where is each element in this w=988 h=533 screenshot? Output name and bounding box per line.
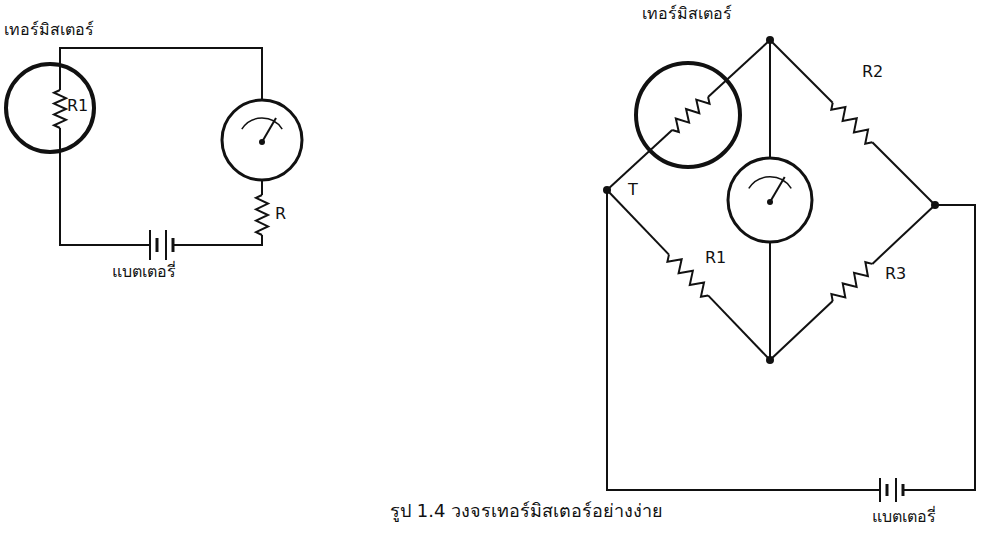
part-label: R2	[862, 62, 883, 82]
component-label: เทอร์มิสเตอร์	[4, 20, 94, 40]
meter-needle	[262, 118, 276, 142]
thermistor-outline	[4, 20, 114, 154]
wire	[872, 142, 935, 205]
meter-needle	[770, 177, 785, 202]
battery-plate	[156, 238, 159, 252]
resistor-symbol	[831, 262, 872, 301]
wire	[903, 205, 975, 490]
wire	[607, 190, 880, 490]
wire	[607, 190, 669, 255]
wire	[708, 295, 770, 360]
resistor-symbol	[256, 195, 268, 235]
battery-plate	[172, 238, 175, 252]
thermistor-ring	[6, 64, 94, 152]
part-label: แบตเตอรี่	[112, 262, 176, 282]
resistor-symbol	[672, 97, 709, 132]
resistor-symbol	[667, 255, 708, 297]
part-name: R1	[67, 96, 88, 116]
resistor-symbol	[54, 90, 66, 128]
wire	[769, 242, 771, 360]
thermistor-outline	[630, 4, 770, 171]
battery-plate	[879, 478, 881, 502]
wire	[173, 235, 262, 245]
wire	[261, 180, 263, 195]
part-label: แบตเตอรี่	[872, 507, 936, 527]
part-label: T	[628, 180, 638, 200]
wire	[770, 40, 833, 103]
battery-plate	[895, 478, 897, 502]
resistor-symbol	[831, 103, 872, 144]
part-label: R	[275, 204, 286, 224]
wire	[872, 205, 935, 264]
battery-plate	[149, 230, 151, 260]
wire	[769, 40, 771, 158]
meter-symbol	[222, 100, 302, 180]
part-label: R1	[705, 248, 726, 268]
component-label: เทอร์มิสเตอร์	[642, 4, 732, 24]
meter-case	[728, 158, 812, 242]
wire	[770, 301, 833, 360]
part-label: R3	[885, 264, 906, 284]
thermistor-circle: เทอร์มิสเตอร์ R1	[4, 20, 114, 154]
meter-pivot	[767, 199, 773, 205]
meter-symbol	[728, 158, 812, 242]
battery-plate	[902, 484, 905, 496]
thermistor-ring	[636, 63, 740, 167]
thermistor-circle: เทอร์มิสเตอร์	[630, 4, 770, 171]
battery-plate	[886, 484, 889, 496]
meter-pivot	[259, 139, 265, 145]
battery-plate	[165, 230, 167, 260]
wire	[708, 40, 770, 97]
meter-case	[222, 100, 302, 180]
figure-caption: รูป 1.4 วงจรเทอร์มิสเตอร์อย่างง่าย	[390, 500, 663, 522]
